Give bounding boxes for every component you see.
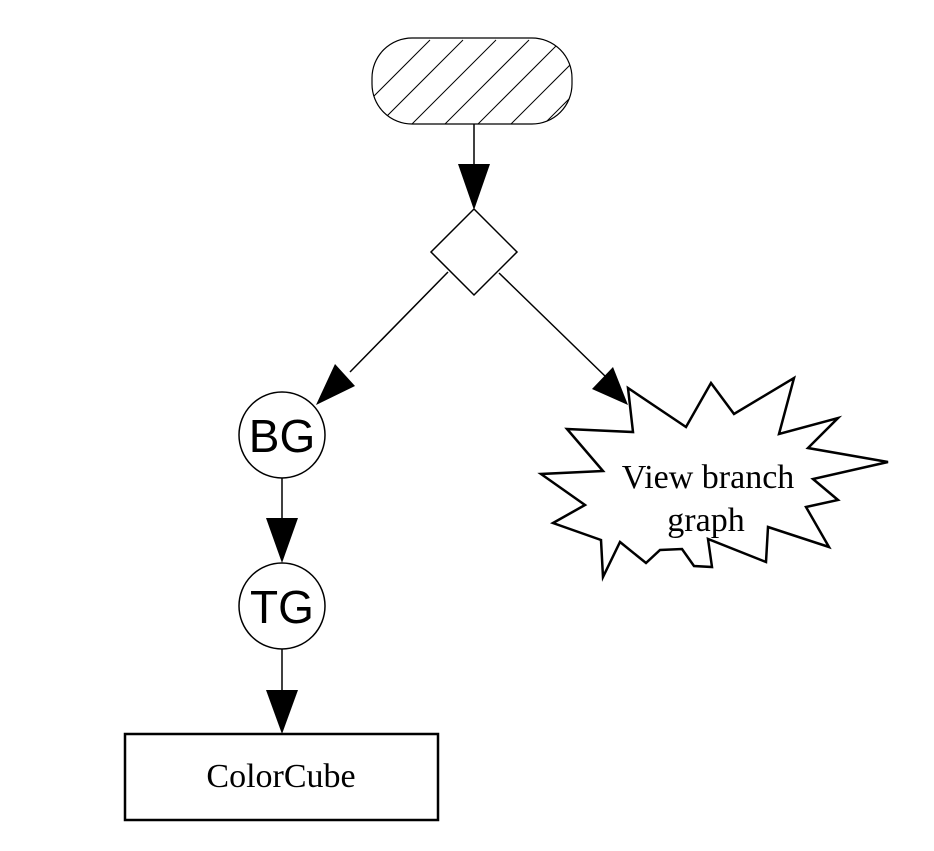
tg-node: TG	[238, 562, 326, 650]
colorcube-node: ColorCube	[123, 732, 440, 822]
colorcube-label: ColorCube	[206, 758, 355, 795]
edge-bg-to-tg	[266, 478, 298, 563]
edge-start-to-decision	[458, 124, 490, 210]
view-branch-label-line1: View branch	[622, 459, 795, 496]
arrowhead	[592, 367, 628, 405]
edge-tg-to-colorcube	[266, 649, 298, 734]
arrowhead	[458, 164, 490, 210]
view-branch-node: View branch graph	[537, 375, 889, 582]
tg-label: TG	[250, 581, 314, 633]
view-branch-label-line2: graph	[667, 502, 744, 539]
edge-decision-to-bg	[316, 271, 449, 405]
start-node	[371, 37, 573, 125]
edge-decision-to-view-branch	[498, 272, 628, 405]
arrowhead	[266, 690, 298, 734]
bg-node: BG	[238, 391, 326, 479]
arrowhead	[316, 364, 355, 405]
decision-node	[429, 207, 519, 297]
bg-label: BG	[249, 410, 315, 462]
arrowhead	[266, 518, 298, 563]
